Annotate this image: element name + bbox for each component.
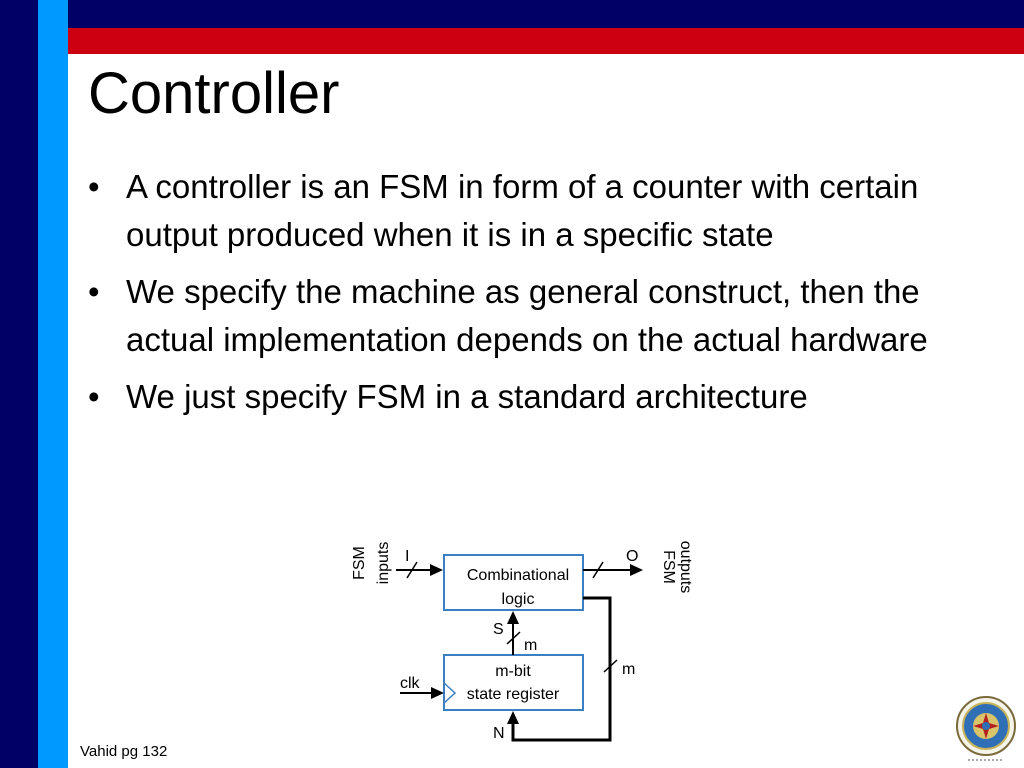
slide-title: Controller bbox=[88, 61, 340, 126]
next-state-loop bbox=[511, 596, 612, 742]
combinational-logic-box bbox=[443, 554, 584, 611]
top-navy-bar bbox=[0, 0, 1024, 28]
input-bus-slash bbox=[406, 561, 418, 579]
bullet-item: We specify the machine as general constr… bbox=[88, 268, 978, 364]
state-bus-label: S bbox=[493, 621, 504, 638]
university-seal-icon bbox=[956, 696, 1016, 761]
m-bit-label: m-bit bbox=[495, 663, 531, 680]
bullet-item: A controller is an FSM in form of a coun… bbox=[88, 163, 978, 259]
next-state-arrowhead bbox=[507, 711, 519, 724]
output-bus-label: O bbox=[626, 548, 638, 565]
state-bus-slash bbox=[506, 631, 521, 645]
fsm-inputs-label-2: inputs bbox=[375, 542, 392, 585]
next-state-bus-slash bbox=[603, 659, 618, 673]
bullet-item: We just specify FSM in a standard archit… bbox=[88, 373, 978, 421]
clock-triangle bbox=[443, 682, 457, 704]
red-accent-bar bbox=[0, 28, 1024, 54]
fsm-inputs-label-1: FSM bbox=[351, 546, 368, 580]
clock-label: clk bbox=[400, 675, 421, 692]
fsm-outputs-label-2: outputs bbox=[677, 541, 694, 593]
left-cyan-stripe bbox=[38, 0, 68, 768]
input-arrowhead bbox=[430, 564, 443, 576]
fsm-outputs-label-1: FSM bbox=[660, 550, 677, 584]
bullet-list: A controller is an FSM in form of a coun… bbox=[88, 163, 978, 430]
input-bus-label: I bbox=[405, 548, 409, 565]
clock-arrowhead bbox=[431, 687, 444, 699]
source-citation: Vahid pg 132 bbox=[80, 743, 168, 760]
next-state-bus-label: N bbox=[493, 725, 505, 742]
combinational-label: Combinational bbox=[467, 567, 569, 584]
left-navy-stripe bbox=[0, 0, 38, 768]
state-register-label: state register bbox=[467, 686, 560, 703]
next-state-width-label: m bbox=[622, 661, 635, 678]
logic-label: logic bbox=[502, 591, 535, 608]
state-register-box bbox=[443, 654, 584, 711]
state-arrowhead bbox=[507, 611, 519, 624]
state-width-label: m bbox=[524, 637, 537, 654]
output-bus-slash bbox=[592, 561, 604, 579]
output-arrowhead bbox=[630, 564, 643, 576]
